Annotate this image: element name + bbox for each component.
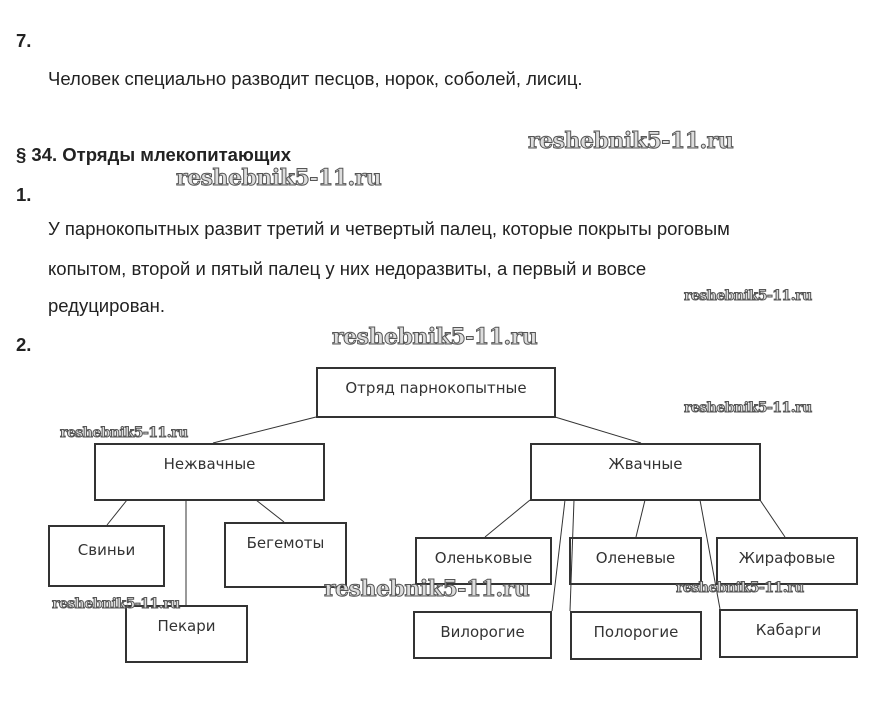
box-label: Свиньи xyxy=(77,541,136,559)
connector-line xyxy=(255,499,285,523)
connector-line xyxy=(484,499,531,538)
section-title: § 34. Отряды млекопитающих xyxy=(16,144,292,165)
box-label: Оленевые xyxy=(595,549,676,567)
connector-line xyxy=(635,499,646,538)
box-label: Отряд парнокопытные xyxy=(345,379,527,397)
chevrotains-box: Оленьковые xyxy=(415,537,552,585)
box-label: Жирафовые xyxy=(738,549,836,567)
watermark: reshebnik5-11.ru xyxy=(331,324,538,351)
hippos-box: Бегемоты xyxy=(224,522,347,588)
connector-line xyxy=(554,416,642,444)
connector-line xyxy=(699,499,721,610)
box-label: Бегемоты xyxy=(246,534,325,552)
box-label: Кабарги xyxy=(755,621,822,639)
giraffes-box: Жирафовые xyxy=(716,537,858,585)
connector-line xyxy=(106,499,128,526)
musk-deer-box: Кабарги xyxy=(719,609,858,658)
watermark: reshebnik5-11.ru xyxy=(684,288,813,305)
task-1-line: редуцирован. xyxy=(48,295,165,316)
connector-line xyxy=(212,416,317,444)
box-label: Жвачные xyxy=(608,455,683,473)
deer-box: Оленевые xyxy=(569,537,702,585)
box-label: Оленьковые xyxy=(434,549,533,567)
box-label: Вилорогие xyxy=(440,623,525,641)
nonruminants-box: Нежвачные xyxy=(94,443,325,501)
pigs-box: Свиньи xyxy=(48,525,165,587)
diagram-root-box: Отряд парнокопытные xyxy=(316,367,556,418)
connector-line xyxy=(551,499,566,612)
connector-line xyxy=(759,499,786,538)
watermark: reshebnik5-11.ru xyxy=(676,580,805,597)
task-7-number: 7. xyxy=(16,30,32,51)
box-label: Нежвачные xyxy=(163,455,256,473)
watermark: reshebnik5-11.ru xyxy=(175,165,382,192)
task-1-line: У парнокопытных развит третий и четверты… xyxy=(48,218,730,239)
connector-line xyxy=(569,499,575,612)
pronghorns-box: Вилорогие xyxy=(413,611,552,659)
watermark: reshebnik5-11.ru xyxy=(323,576,530,603)
watermark: reshebnik5-11.ru xyxy=(684,400,813,417)
task-7-text: Человек специально разводит песцов, норо… xyxy=(48,68,583,89)
box-label: Пекари xyxy=(157,617,216,635)
watermark: reshebnik5-11.ru xyxy=(52,596,181,613)
watermark: reshebnik5-11.ru xyxy=(527,128,734,155)
ruminants-box: Жвачные xyxy=(530,443,761,501)
box-label: Полорогие xyxy=(593,623,679,641)
watermark: reshebnik5-11.ru xyxy=(60,425,189,442)
task-2-number: 2. xyxy=(16,334,32,355)
task-1-number: 1. xyxy=(16,184,32,205)
peccaries-box: Пекари xyxy=(125,605,248,663)
bovids-box: Полорогие xyxy=(570,611,702,660)
task-1-line: копытом, второй и пятый палец у них недо… xyxy=(48,258,647,279)
